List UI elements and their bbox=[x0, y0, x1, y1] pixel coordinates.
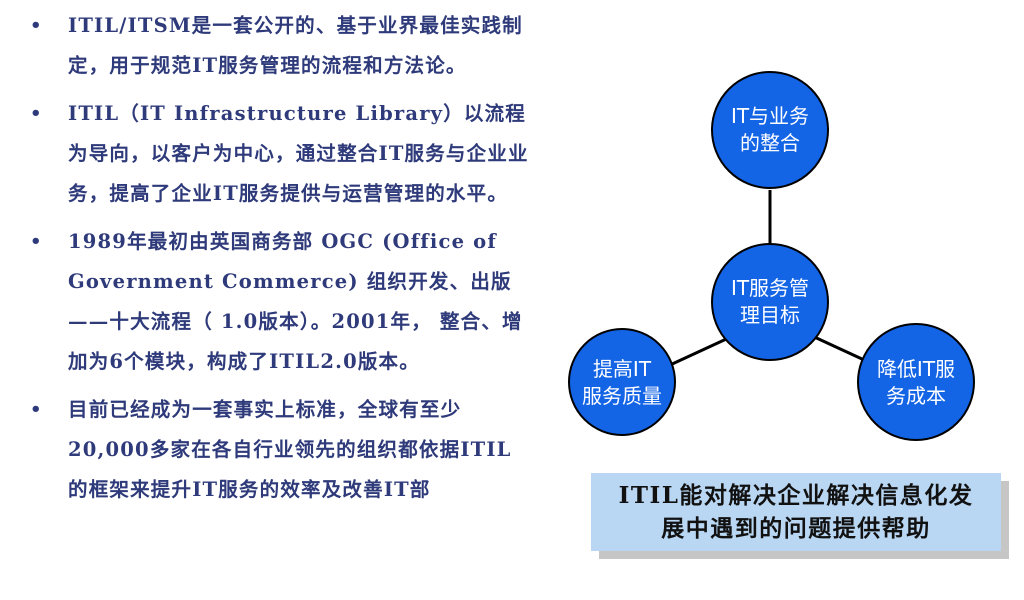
node-top-line2: 的整合 bbox=[740, 131, 800, 155]
connector-left bbox=[669, 333, 736, 367]
node-right-line2: 务成本 bbox=[886, 384, 946, 408]
bullet-item: 1989年最初由英国商务部 OGC (Office of Government … bbox=[30, 222, 540, 382]
bullet-list: ITIL/ITSM是一套公开的、基于业界最佳实践制定，用于规范IT服务管理的流程… bbox=[30, 6, 540, 518]
callout-line1: ITIL能对解决企业解决信息化发 bbox=[618, 482, 974, 509]
node-left-line1: 提高IT bbox=[593, 357, 652, 381]
node-top: IT与业务 的整合 bbox=[711, 71, 829, 189]
callout-line2: 展中遇到的问题提供帮助 bbox=[661, 515, 931, 542]
node-center-line2: 理目标 bbox=[740, 303, 800, 327]
bullet-item: ITIL/ITSM是一套公开的、基于业界最佳实践制定，用于规范IT服务管理的流程… bbox=[30, 6, 540, 86]
callout-text: ITIL能对解决企业解决信息化发 展中遇到的问题提供帮助 bbox=[591, 479, 1001, 545]
node-left-line2: 服务质量 bbox=[582, 384, 662, 408]
node-center-line1: IT服务管 bbox=[731, 276, 809, 300]
node-left: 提高IT 服务质量 bbox=[568, 328, 676, 436]
node-right-line1: 降低IT服 bbox=[877, 357, 955, 381]
callout-box: ITIL能对解决企业解决信息化发 展中遇到的问题提供帮助 bbox=[591, 473, 1001, 551]
node-center: IT服务管 理目标 bbox=[711, 243, 829, 361]
node-top-line1: IT与业务 bbox=[731, 104, 809, 128]
itil-goals-diagram: IT与业务 的整合 IT服务管 理目标 提高IT 服务质量 降低IT服 务成本 bbox=[568, 71, 975, 441]
bullet-item: 目前已经成为一套事实上标准，全球有至少20,000多家在各自行业领先的组织都依据… bbox=[30, 390, 540, 510]
node-right: 降低IT服 务成本 bbox=[857, 323, 975, 441]
bullet-item: ITIL（IT Infrastructure Library）以流程为导向，以客… bbox=[30, 94, 540, 214]
